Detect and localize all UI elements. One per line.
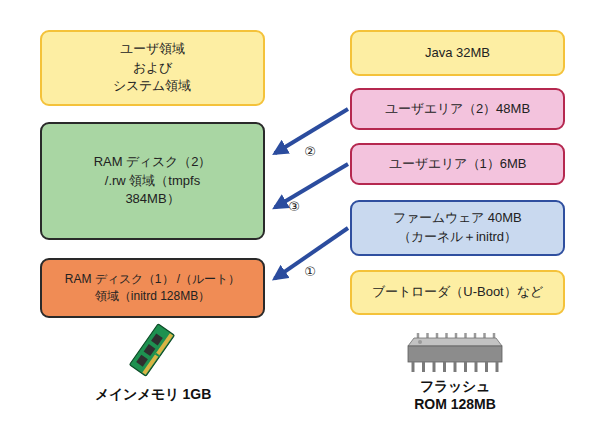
box-text: RAM ディスク（2） /.rw 領域（tmpfs 384MB） [84, 153, 222, 210]
memory-area-box: RAM ディスク（1） /（ルート）領域（initrd 128MB） [40, 258, 265, 318]
chip-pin [485, 362, 488, 372]
memory-area-box: Java 32MB [350, 30, 565, 76]
chip-pin [483, 333, 486, 338]
chip-pin [433, 362, 436, 372]
memory-area-box: ユーザエリア（1）6MB [350, 143, 565, 185]
box-text: RAM ディスク（1） /（ルート）領域（initrd 128MB） [57, 271, 249, 306]
chip-pin [417, 333, 420, 338]
memory-area-box: ブートローダ（U-Boot）など [350, 270, 565, 315]
chip-pin [475, 362, 478, 372]
chip-pin [493, 333, 496, 338]
device-label: フラッシュ ROM 128MB [407, 378, 502, 412]
callout-number: ① [304, 263, 316, 278]
box-text: ブートローダ（U-Boot）など [372, 283, 542, 302]
box-text: ユーザ領域 および システム領域 [110, 40, 196, 97]
chip-pin [445, 333, 448, 338]
chip-pin [443, 362, 446, 372]
chip-pin [412, 362, 415, 372]
memory-area-box: RAM ディスク（2） /.rw 領域（tmpfs 384MB） [40, 122, 265, 240]
chip-pin [436, 333, 439, 338]
box-text: ファームウェア 40MB （カーネル＋initrd） [390, 209, 525, 247]
box-text: Java 32MB [425, 44, 490, 63]
memory-area-box: ユーザエリア（2）48MB [350, 88, 565, 130]
chip-pin [496, 362, 499, 372]
chip-pin [455, 333, 458, 338]
load-arrow [275, 228, 348, 279]
device-label: メインメモリ 1GB [95, 386, 212, 404]
box-text: ユーザエリア（1）6MB [389, 155, 527, 174]
chip-pin [426, 333, 429, 338]
chip-pin [422, 362, 425, 372]
box-text: ユーザエリア（2）48MB [385, 100, 530, 119]
load-arrow [275, 164, 348, 208]
memory-area-box: ユーザ領域 および システム領域 [40, 30, 265, 106]
chip-pin [464, 333, 467, 338]
chip-pin [464, 362, 467, 372]
chip-pin [474, 333, 477, 338]
memory-module-icon [129, 324, 174, 376]
chip-pin [454, 362, 457, 372]
callout-number: ③ [288, 198, 300, 213]
flash-chip-icon [408, 333, 502, 372]
memory-area-box: ファームウェア 40MB （カーネル＋initrd） [350, 200, 565, 256]
callout-number: ② [304, 144, 316, 159]
